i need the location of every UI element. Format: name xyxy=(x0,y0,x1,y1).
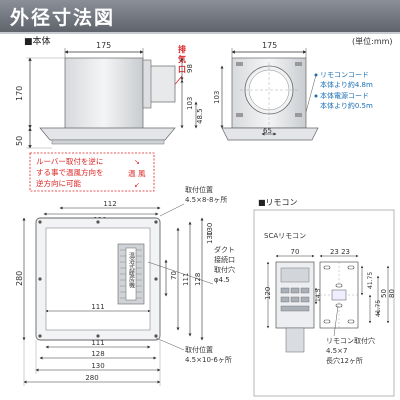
warm-label-1: 温 xyxy=(128,169,136,178)
duct-line-2: 接続口 xyxy=(214,255,235,264)
header-bar: 外径寸法図 xyxy=(0,0,400,32)
mount-pos-label: 取付位置 xyxy=(185,185,213,194)
warm-label-2: 風 xyxy=(138,169,146,178)
remote-hole-line-1: リモコン取付穴 xyxy=(326,336,375,345)
unit-note: (単位:mm) xyxy=(352,36,393,46)
unit-body-side xyxy=(64,57,144,131)
dim-280-bottom: 280 xyxy=(85,374,98,382)
dim-48-5: 48.5 xyxy=(196,108,204,124)
louver-notice-box xyxy=(29,152,155,192)
dim-130-bottom: 130 xyxy=(91,362,104,370)
header-divider xyxy=(0,32,400,34)
cord-line-1: リモコンコード xyxy=(320,71,369,79)
dim-70: 70 xyxy=(170,271,178,280)
remote-dim-70: 70 xyxy=(291,248,300,256)
remote-display xyxy=(280,267,310,283)
remote-hole-line-3: 長穴12ヶ所 xyxy=(326,356,363,365)
dim-111-vertical: 111 xyxy=(182,273,190,286)
main-unit-label: ■本体 xyxy=(24,35,51,47)
remote-model: SCAリモコン xyxy=(264,232,306,240)
dim-98: 98 xyxy=(186,64,194,73)
exhaust-label-1: 排 xyxy=(178,44,186,54)
dim-130-top: 130 xyxy=(206,223,214,236)
dim-128-bottom: 128 xyxy=(91,350,104,358)
page-title: 外径寸法図 xyxy=(10,7,116,29)
dim-128-vertical: 128 xyxy=(194,273,202,286)
notice-line-2: する事で温風方向を xyxy=(36,167,104,177)
remote-dim-80: 80 xyxy=(388,289,396,298)
dim-175-side: 175 xyxy=(262,41,277,50)
mount-pos2-value: 4.5×10-6ヶ所 xyxy=(185,355,232,364)
remote-dim-50: 50 xyxy=(380,289,388,298)
dim-65: 65 xyxy=(263,127,272,135)
notice-line-3: 逆方向に可能 xyxy=(36,178,81,188)
mount-pos2-label: 取付位置 xyxy=(185,345,213,354)
warm-arrow-icon: ↘ xyxy=(134,158,140,166)
dim-103-front: 103 xyxy=(213,91,221,104)
cord-line-3: 本体電源コード xyxy=(320,91,369,100)
unit-flange xyxy=(39,127,176,141)
dim-130-vertical: 130 xyxy=(206,231,214,244)
dim-175-top: 175 xyxy=(96,41,111,50)
warm-arrow-icon-2: ↙ xyxy=(134,181,140,189)
remote-dim-14-5: 14.5 xyxy=(315,288,322,302)
duct-line-4: φ4.5 xyxy=(214,276,230,284)
remote-dim-120: 120 xyxy=(264,287,272,300)
duct-line-3: 取付穴 xyxy=(214,265,235,274)
cord-line-2: 本体より約4.8m xyxy=(320,80,373,89)
panel-label: 温浴式暖房機 xyxy=(128,251,135,289)
dim-111-bottom: 111 xyxy=(91,339,104,347)
duct-line-1: ダクト xyxy=(214,245,235,254)
dim-111-inner: 111 xyxy=(91,303,104,311)
dim-280-vertical: 280 xyxy=(15,271,24,286)
remote-dim-23-23: 23 23 xyxy=(330,248,350,256)
remote-dim-41-75-a: 41.75 xyxy=(367,272,374,289)
remote-section-label: ■リモコン xyxy=(258,198,298,207)
dim-50: 50 xyxy=(15,136,24,146)
dim-170: 170 xyxy=(15,86,24,101)
remote-dim-41-75-b: 41.75 xyxy=(375,300,382,317)
notice-line-1: ルーバー取付を逆に xyxy=(36,156,103,166)
dim-112: 112 xyxy=(103,200,116,208)
remote-hole-line-2: 4.5×7 xyxy=(326,347,347,355)
cord-line-4: 本体より約0.5m xyxy=(320,101,373,110)
mount-pos-value: 4.5×8-8ヶ所 xyxy=(185,195,227,204)
dim-103: 103 xyxy=(186,97,194,110)
remote-key xyxy=(280,287,290,294)
